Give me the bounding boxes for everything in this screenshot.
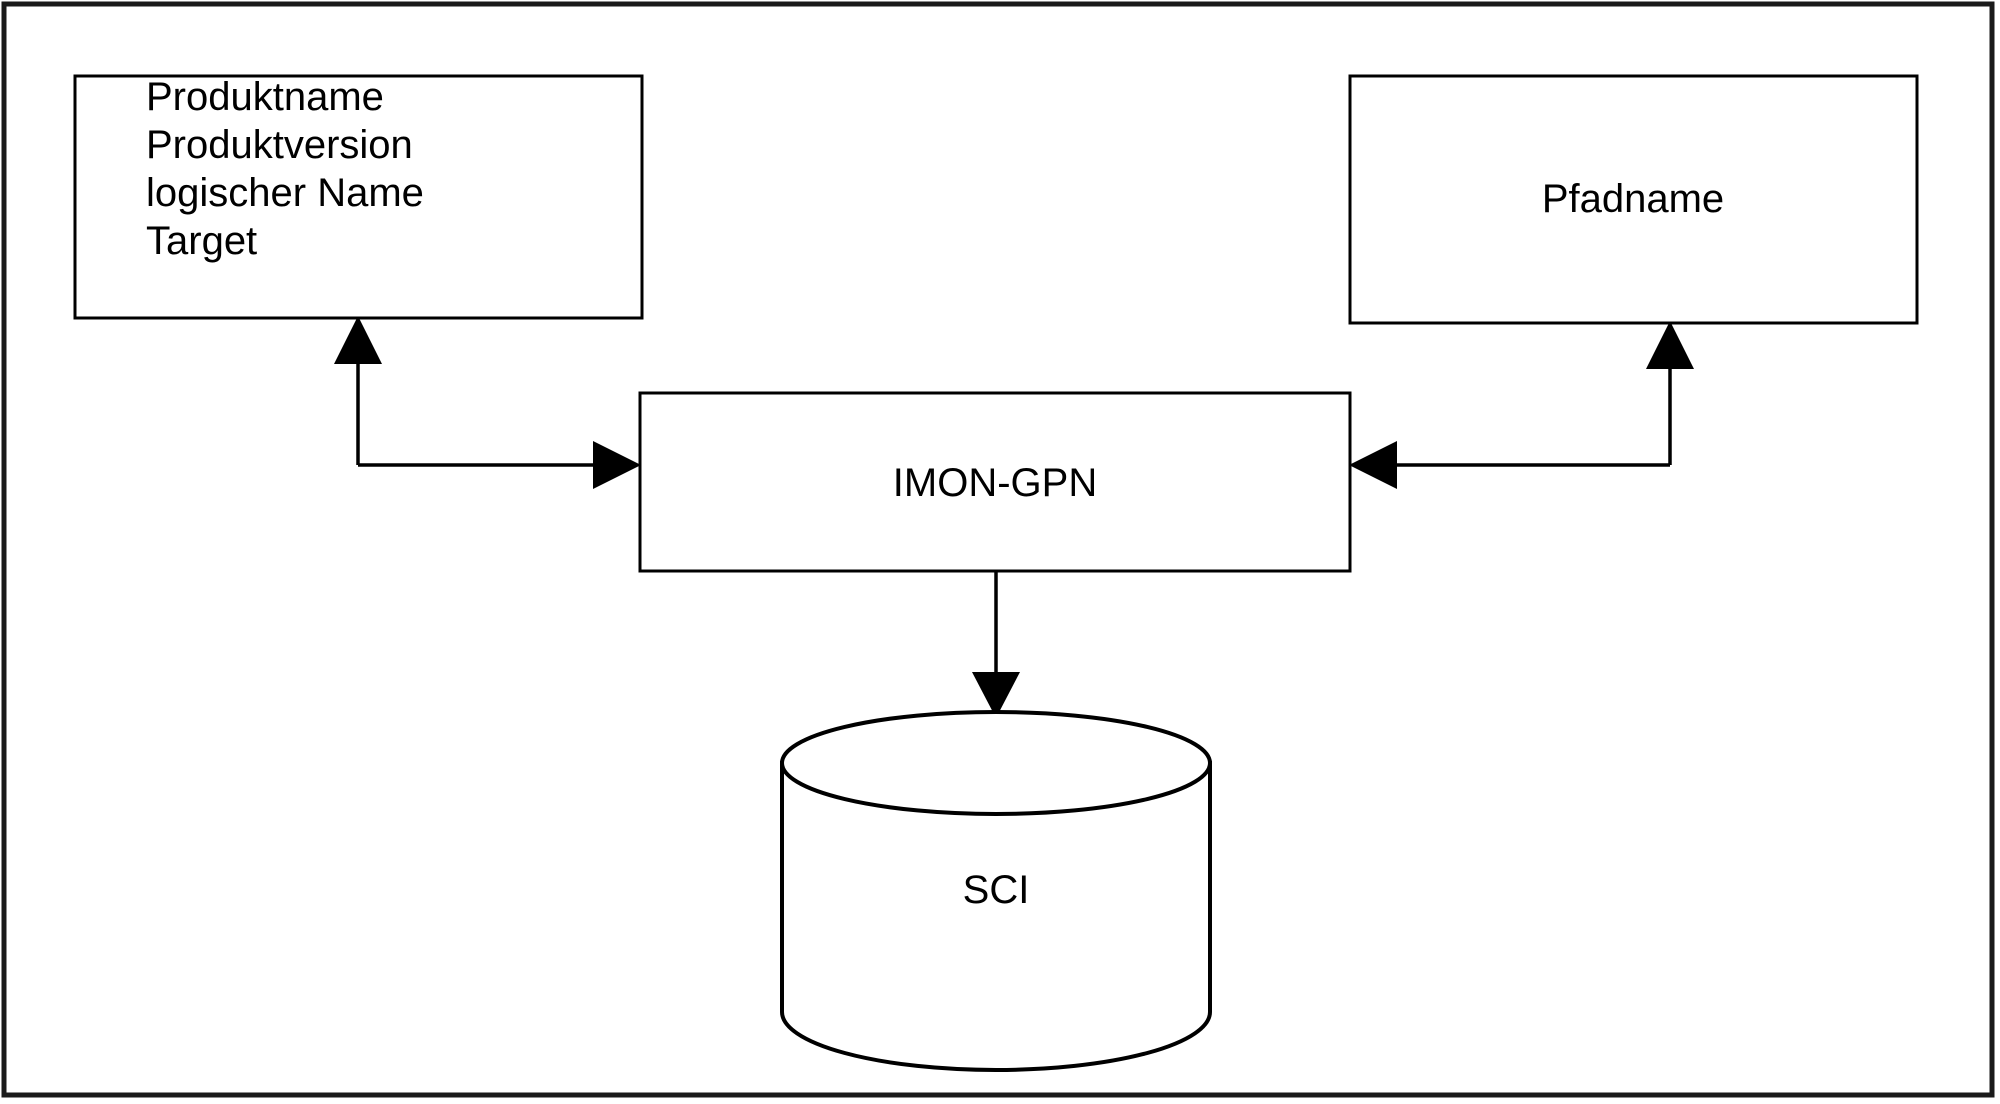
node-imon-gpn-box[interactable]: IMON-GPN [638, 391, 1352, 573]
produkt-box-line-2: logischer Name [146, 171, 424, 215]
connector-produkt-to-imon [334, 316, 641, 489]
sci-cylinder-top[interactable] [780, 710, 1212, 816]
connector-pfadname-to-imon [1349, 321, 1694, 489]
produkt-box-line-0: Produktname [146, 75, 384, 119]
arrow-head-down-sci [972, 672, 1020, 718]
node-produkt-box[interactable]: Produktname Produktversion logischer Nam… [73, 74, 644, 320]
imon-gpn-box-rect[interactable] [638, 391, 1352, 573]
arrow-head-up-pfadname [1646, 321, 1694, 369]
arrow-head-right-imon [593, 441, 641, 489]
produkt-box-line-1: Produktversion [146, 123, 413, 167]
connector-imon-to-sci [972, 571, 1020, 718]
pfadname-box-rect[interactable] [1348, 74, 1919, 325]
arrow-head-up-produkt [334, 316, 382, 364]
arrow-head-left-imon [1349, 441, 1397, 489]
imon-gpn-box-label: IMON-GPN [893, 461, 1097, 505]
pfadname-box-label: Pfadname [1542, 177, 1724, 221]
sci-cylinder-label: SCI [963, 868, 1030, 912]
node-pfadname-box[interactable]: Pfadname [1348, 74, 1919, 325]
produkt-box-rect[interactable] [73, 74, 644, 320]
sci-cylinder-body[interactable] [780, 761, 1212, 1072]
node-sci-cylinder[interactable]: SCI [780, 710, 1212, 1072]
produkt-box-line-3: Target [146, 219, 257, 263]
